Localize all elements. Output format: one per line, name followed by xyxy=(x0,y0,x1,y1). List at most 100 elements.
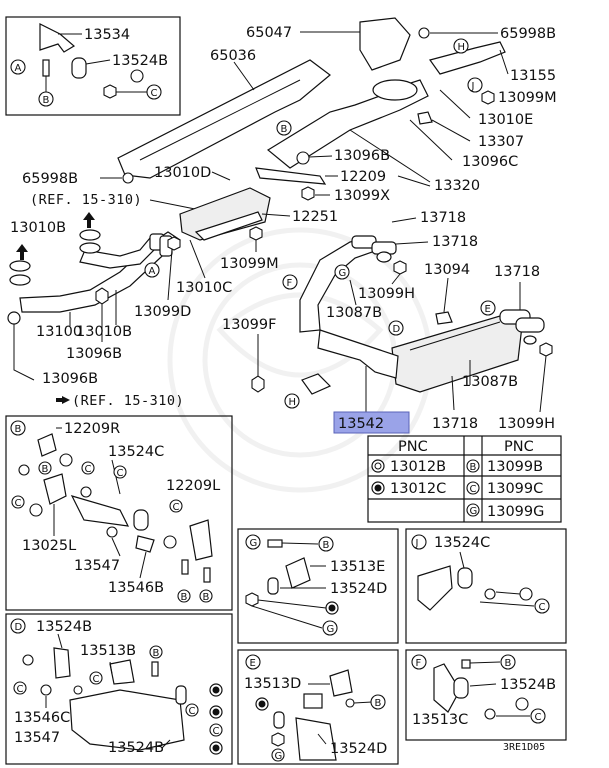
label-12209: 12209 xyxy=(340,169,386,185)
svg-text:A: A xyxy=(15,63,22,74)
bracket-13534 xyxy=(39,23,76,53)
svg-text:B: B xyxy=(15,424,22,435)
label-13524C-j: 13524C xyxy=(434,535,490,551)
pnc-header-right: PNC xyxy=(504,439,534,455)
label-13513C: 13513C xyxy=(412,712,468,728)
label-13718-a: 13718 xyxy=(420,210,466,226)
label-13546B: 13546B xyxy=(108,580,164,596)
svg-text:J: J xyxy=(471,81,475,92)
label-65998B: 65998B xyxy=(500,26,556,42)
svg-text:C: C xyxy=(470,484,477,495)
label-13718-c: 13718 xyxy=(494,264,540,280)
pnc-table: PNC PNC 13012B 13012C B C G 13099B 13099… xyxy=(367,435,562,523)
svg-text:D: D xyxy=(393,324,401,335)
label-65047: 65047 xyxy=(246,25,292,41)
pnc-left-row1: 13012B xyxy=(390,459,446,475)
svg-text:C: C xyxy=(93,674,100,685)
svg-text:D: D xyxy=(15,622,23,633)
svg-text:G: G xyxy=(339,268,347,279)
svg-text:E: E xyxy=(485,304,491,315)
reference-15-310-top: (REF. 15-310) xyxy=(30,192,142,208)
pnc-right-row3: 13099G xyxy=(487,504,544,520)
inset-a: A B C 13534 13524B xyxy=(5,16,181,116)
svg-text:C: C xyxy=(213,726,220,737)
label-13096B-bottom: 13096B xyxy=(42,371,98,387)
rubber-hanger xyxy=(71,57,87,79)
label-65998B-left: 65998B xyxy=(22,171,78,187)
inset-e: E 13513D B G 13524D xyxy=(237,649,399,765)
label-13542: 13542 xyxy=(338,416,384,432)
svg-text:E: E xyxy=(250,658,256,669)
svg-text:C: C xyxy=(17,684,24,695)
label-13155: 13155 xyxy=(510,68,556,84)
svg-text:B: B xyxy=(181,592,188,603)
label-13010B-bottom: 13010B xyxy=(76,324,132,340)
svg-text:B: B xyxy=(42,464,49,475)
label-13718-d: 13718 xyxy=(432,416,478,432)
label-13096C: 13096C xyxy=(462,154,518,170)
label-13099X: 13099X xyxy=(334,188,390,204)
pnc-left-row2: 13012C xyxy=(390,481,446,497)
svg-text:F: F xyxy=(416,658,422,669)
rear-pipe-lower xyxy=(317,329,399,379)
label-13534: 13534 xyxy=(84,27,130,43)
label-13096B-mid: 13096B xyxy=(66,346,122,362)
svg-text:F: F xyxy=(287,278,293,289)
svg-text:H: H xyxy=(458,42,466,53)
svg-text:C: C xyxy=(173,502,180,513)
muffler-section-d xyxy=(69,689,185,751)
pnc-right-row2: 13099C xyxy=(487,481,543,497)
label-13010B-left: 13010B xyxy=(10,220,66,236)
catalytic-converter xyxy=(179,187,271,241)
label-13087B-b: 13087B xyxy=(462,374,518,390)
svg-text:G: G xyxy=(250,538,258,549)
svg-text:B: B xyxy=(505,658,512,669)
hanger-13025L xyxy=(43,473,67,505)
svg-text:G: G xyxy=(470,506,478,517)
label-13524D: 13524D xyxy=(330,581,387,597)
svg-text:C: C xyxy=(151,88,158,99)
label-13010C: 13010C xyxy=(176,280,232,296)
label-13320: 13320 xyxy=(434,178,480,194)
inset-g: G B 13513E 13524D G xyxy=(237,528,399,644)
label-13718-b: 13718 xyxy=(432,234,478,250)
label-13010D: 13010D xyxy=(154,165,211,181)
svg-text:B: B xyxy=(323,540,330,551)
highlight-13542 xyxy=(333,411,410,434)
svg-text:G: G xyxy=(275,751,283,762)
center-pipe-13320 xyxy=(266,79,429,169)
label-13547: 13547 xyxy=(74,558,120,574)
resonator xyxy=(372,79,418,101)
label-13524C: 13524C xyxy=(108,444,164,460)
bracket-12209R xyxy=(37,433,57,457)
label-13096B: 13096B xyxy=(334,148,390,164)
svg-text:C: C xyxy=(15,498,22,509)
label-13524B: 13524B xyxy=(112,53,168,69)
svg-text:C: C xyxy=(85,464,92,475)
pipe-13155 xyxy=(429,41,506,75)
reference-15-310-bottom: (REF. 15-310) xyxy=(72,393,184,409)
svg-text:C: C xyxy=(189,706,196,717)
svg-text:B: B xyxy=(375,698,382,709)
svg-text:C: C xyxy=(539,602,546,613)
label-13513E: 13513E xyxy=(330,559,385,575)
svg-text:H: H xyxy=(289,397,297,408)
pnc-header-left: PNC xyxy=(398,439,428,455)
label-13010E: 13010E xyxy=(478,112,533,128)
callout-a-inset: A xyxy=(10,59,26,75)
bracket-12209 xyxy=(255,167,327,185)
svg-text:A: A xyxy=(149,266,156,277)
diagram-code: 3RE1D05 xyxy=(503,742,545,753)
pnc-right-row1: 13099B xyxy=(487,459,543,475)
inset-d: D 13524B C 13546C 13547 13513B B C C C 1… xyxy=(5,613,233,765)
rear-pipe-upper xyxy=(299,237,379,333)
label-13094: 13094 xyxy=(424,262,470,278)
label-13546C: 13546C xyxy=(14,710,70,726)
label-13025L: 13025L xyxy=(22,538,76,554)
svg-text:B: B xyxy=(153,648,160,659)
bracket-13513E xyxy=(285,557,311,589)
inset-b: B 12209R B C 13025L C 13524C C 13547 135… xyxy=(5,415,233,611)
svg-text:B: B xyxy=(281,124,288,135)
label-13099F: 13099F xyxy=(222,317,276,333)
